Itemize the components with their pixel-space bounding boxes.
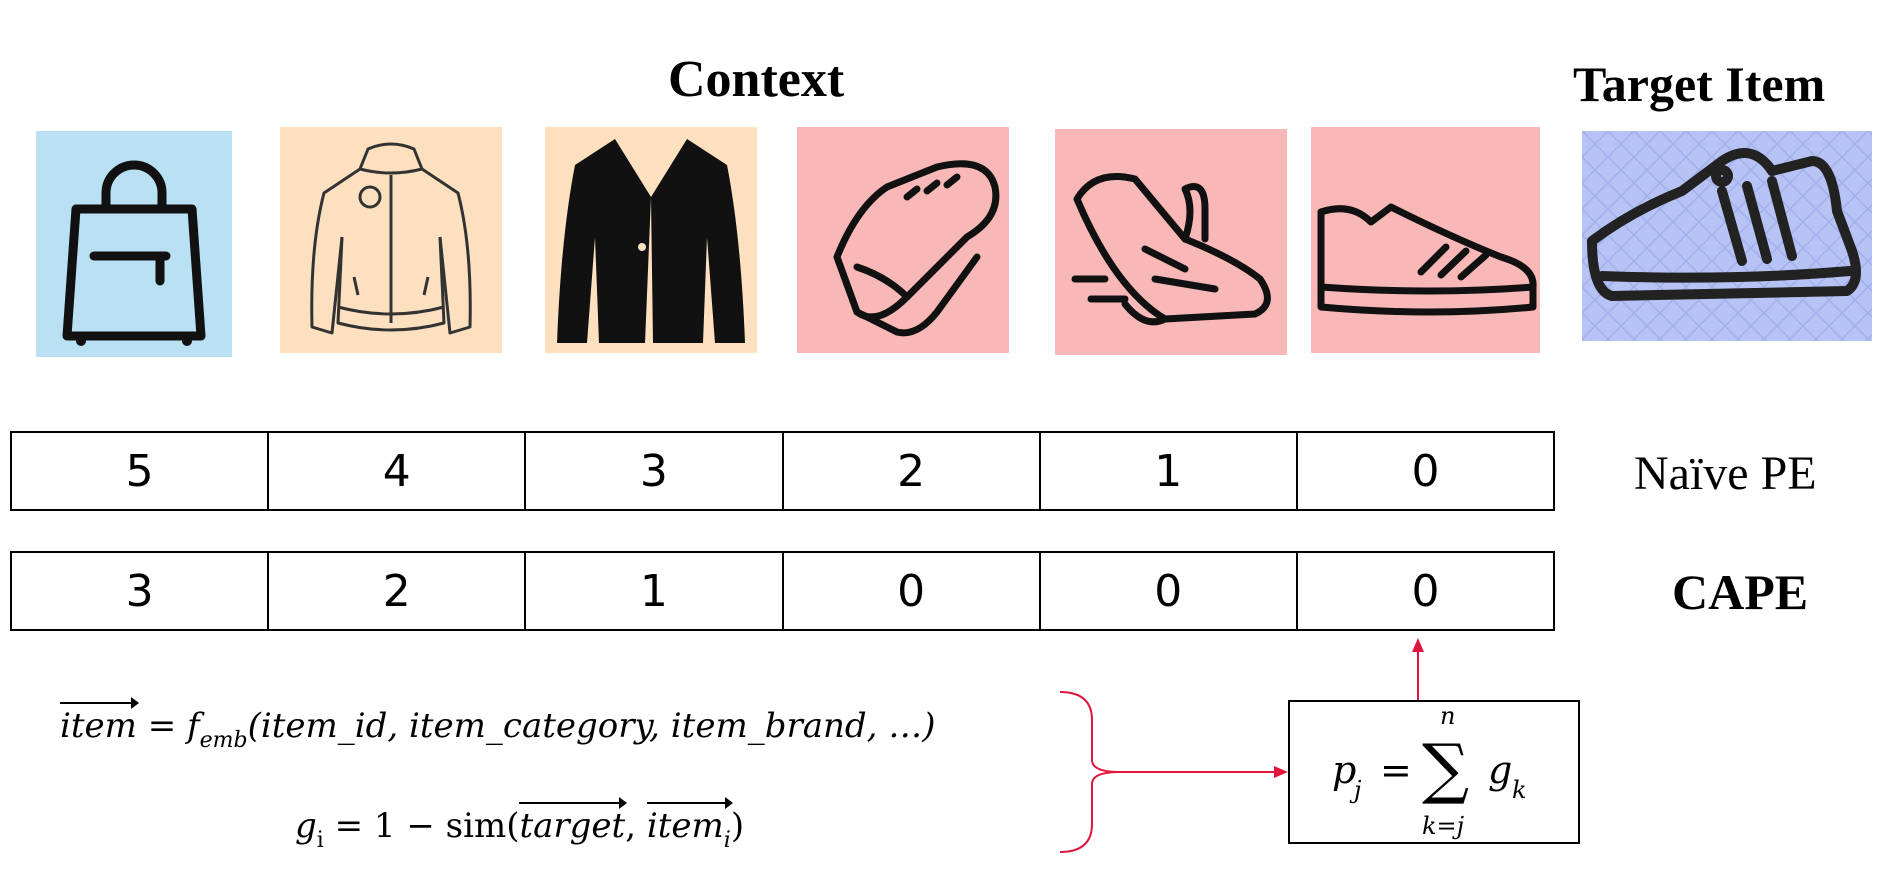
naive-pe-cell-3: 3 <box>526 433 784 509</box>
handbag-icon <box>62 160 206 346</box>
target-item-heading: Target Item <box>1573 56 1826 112</box>
cape-cell-6: 0 <box>1411 565 1440 617</box>
striped-sneaker-icon <box>1317 203 1537 316</box>
context-item-3 <box>545 127 757 353</box>
gap-formula: gi = 1 − sim(target, itemi) <box>295 797 745 853</box>
context-item-6 <box>1311 127 1540 353</box>
naive-pe-row: 5 4 3 2 1 0 <box>10 431 1555 511</box>
embedding-args: (item_id, item_category, item_brand, …) <box>247 706 936 746</box>
g-k-symbol: g <box>1488 748 1513 792</box>
g-subscript: i <box>316 828 324 853</box>
cape-cell-5: 0 <box>1041 553 1298 629</box>
naive-pe-cell-2: 4 <box>269 433 527 509</box>
naive-pe-label: Naïve PE <box>1634 447 1817 500</box>
item-i-text: item <box>646 806 724 846</box>
p-symbol: p <box>1332 748 1357 792</box>
position-sum-box: p j = ∑ n k=j g k <box>1288 700 1580 844</box>
brace-to-sum-arrowhead <box>1274 766 1288 778</box>
target-vector: target <box>519 797 627 846</box>
context-heading: Context <box>668 51 845 108</box>
cape-cell-1: 3 <box>12 553 270 629</box>
cape-cell-2: 2 <box>269 553 527 629</box>
cape-cell-4: 0 <box>784 553 1041 629</box>
sum-upper-limit: n <box>1440 702 1456 730</box>
f-symbol: f <box>187 706 200 746</box>
item-embedding-formula: item = femb(item_id, item_category, item… <box>60 697 936 753</box>
naive-pe-cell-6: 0 <box>1411 445 1440 497</box>
similarity-expression: = 1 − sim( <box>334 806 520 846</box>
context-item-1 <box>36 131 232 357</box>
f-subscript: emb <box>199 728 248 753</box>
naive-pe-cell-5: 1 <box>1041 433 1298 509</box>
comma: , <box>625 806 637 846</box>
context-item-5 <box>1055 129 1287 355</box>
item-vector: item <box>60 697 139 746</box>
context-item-2 <box>280 127 502 353</box>
sum-lower-limit: k=j <box>1422 812 1465 840</box>
equals-sign: = <box>147 706 177 746</box>
item-i-subscript: i <box>723 828 731 853</box>
blazer-icon <box>557 139 745 343</box>
cape-cell-3: 1 <box>526 553 784 629</box>
cape-label: CAPE <box>1672 564 1809 620</box>
target-sneaker-icon <box>1582 131 1872 341</box>
p-subscript: j <box>1354 776 1362 804</box>
g-k-subscript: k <box>1512 776 1527 804</box>
running-shoe-icon <box>1071 173 1271 326</box>
bomber-jacket-icon <box>310 142 472 335</box>
sum-equals: = <box>1380 748 1412 792</box>
cape-row: 3 2 1 0 0 0 <box>10 551 1555 631</box>
sneaker-icon <box>833 160 1000 337</box>
formula-brace <box>1059 691 1121 853</box>
sigma-symbol: ∑ <box>1422 730 1470 807</box>
sum-to-cape-arrowhead <box>1412 638 1424 652</box>
g-symbol: g <box>295 806 317 846</box>
item-i-vector: itemi <box>646 797 733 853</box>
close-paren: ) <box>730 806 745 846</box>
target-item-image <box>1582 131 1872 341</box>
context-item-4 <box>797 127 1009 353</box>
naive-pe-cell-1: 5 <box>12 433 270 509</box>
naive-pe-cell-4: 2 <box>784 433 1041 509</box>
